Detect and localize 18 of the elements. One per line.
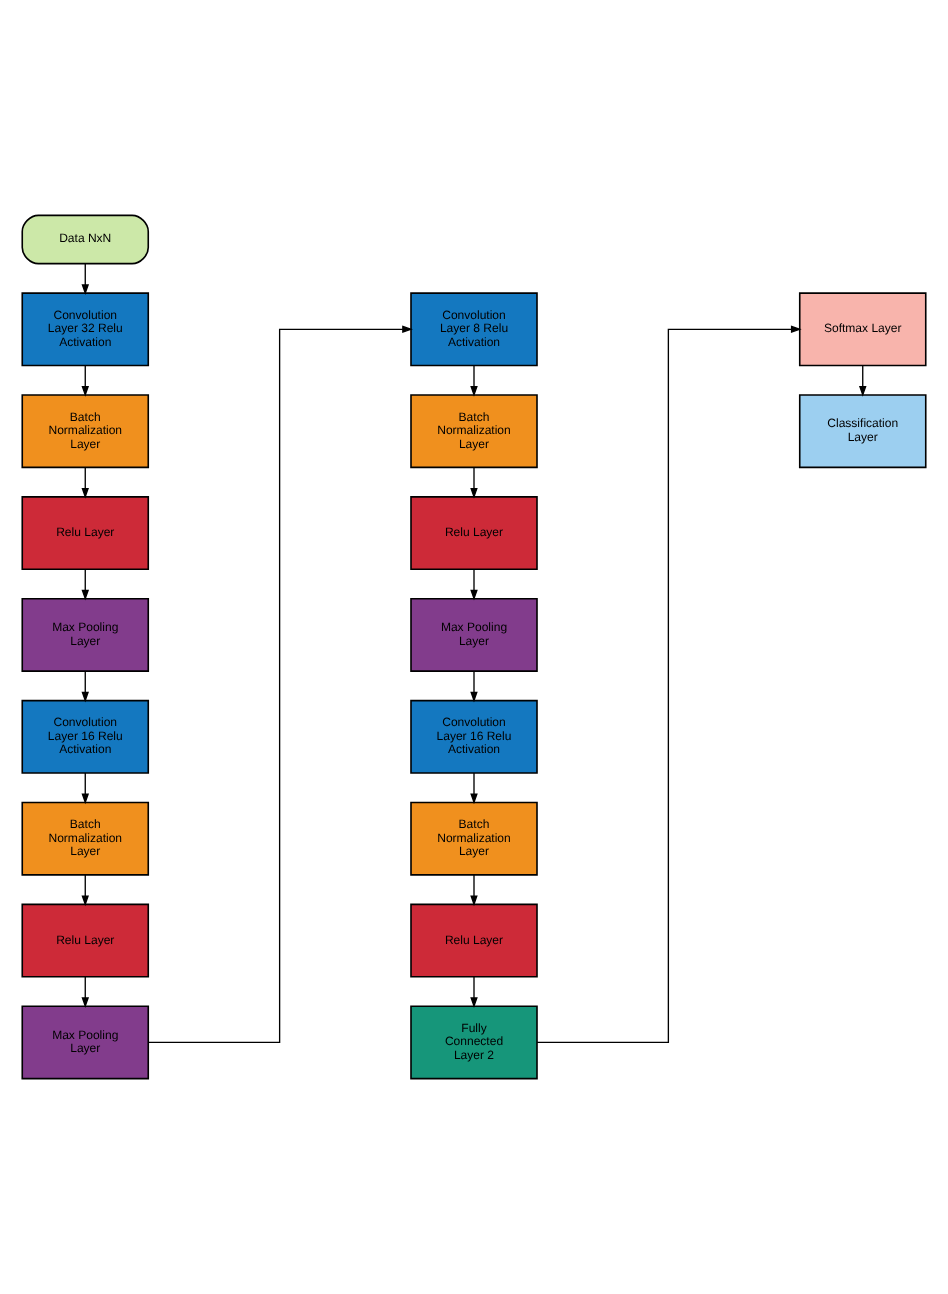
arrow — [470, 568, 478, 601]
arrow — [81, 772, 89, 805]
arrow — [81, 466, 89, 499]
arrow — [470, 466, 478, 499]
arrow — [81, 568, 89, 601]
arrow — [81, 976, 89, 1009]
arrow — [147, 325, 413, 1044]
arrow — [470, 670, 478, 703]
arrow — [470, 364, 478, 397]
arrow — [81, 263, 89, 296]
arrow — [81, 670, 89, 703]
arrow — [470, 976, 478, 1009]
arrow — [536, 325, 802, 1044]
arrow — [859, 364, 867, 397]
arrow — [470, 874, 478, 907]
arrow — [81, 874, 89, 907]
arrow — [81, 364, 89, 397]
arrow — [470, 772, 478, 805]
